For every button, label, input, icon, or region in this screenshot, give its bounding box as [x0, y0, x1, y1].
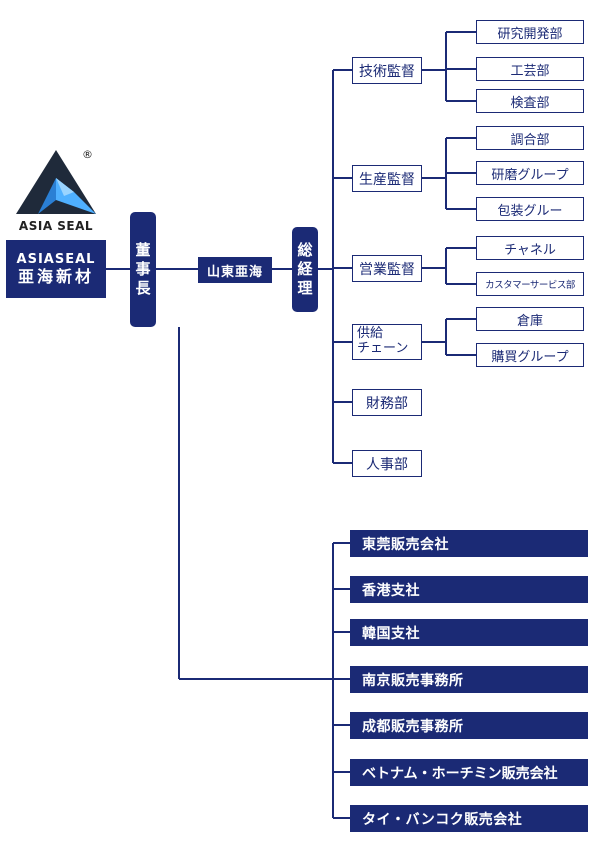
company-name-ja: 亜海新材	[17, 267, 94, 287]
unit-purchasing-group: 購買グループ	[476, 343, 584, 367]
branch-dongguan-sales: 東莞販売会社	[350, 530, 588, 557]
branch-hong-kong: 香港支社	[350, 576, 588, 603]
gm-char: 経	[297, 260, 313, 279]
chairman-char: 長	[135, 278, 151, 297]
company-name-en: ASIASEAL	[16, 251, 96, 267]
dept-finance: 財務部	[352, 389, 422, 416]
dept-production-supervision: 生産監督	[352, 165, 422, 192]
unit-grinding-group: 研磨グループ	[476, 161, 584, 185]
chairman-char: 事	[135, 260, 151, 279]
unit-channel: チャネル	[476, 236, 584, 260]
gm-char: 理	[297, 278, 313, 297]
subsidiary-box: 山東亜海	[198, 257, 272, 283]
unit-rnd: 研究開発部	[476, 20, 584, 44]
unit-inspection: 検査部	[476, 89, 584, 113]
company-box: ASIASEAL 亜海新材	[6, 240, 106, 298]
unit-process-engineering: 工芸部	[476, 57, 584, 81]
branch-bangkok-sales: タイ・バンコク販売会社	[350, 805, 588, 832]
branch-ho-chi-minh-sales: ベトナム・ホーチミン販売会社	[350, 759, 588, 786]
logo-triangle-icon	[16, 150, 96, 214]
unit-packaging-group: 包装グルー	[476, 197, 584, 221]
general-manager-box: 総 経 理	[292, 227, 318, 312]
asia-seal-logo	[8, 148, 104, 252]
dept-supply-chain-line: チェーン	[357, 341, 409, 356]
chairman-box: 董 事 長	[130, 212, 156, 327]
unit-compounding: 調合部	[476, 126, 584, 150]
branch-nanjing-office: 南京販売事務所	[350, 666, 588, 693]
gm-char: 総	[297, 241, 313, 260]
dept-supply-chain: 供給 チェーン	[352, 324, 422, 360]
dept-supply-chain-line: 供給	[357, 326, 384, 342]
unit-warehouse: 倉庫	[476, 307, 584, 331]
logo-wordmark: ASIA SEAL	[18, 219, 94, 233]
dept-technical-supervision: 技術監督	[352, 57, 422, 84]
dept-sales-supervision: 営業監督	[352, 255, 422, 282]
unit-customer-service: カスタマーサービス部	[476, 272, 584, 296]
branch-korea: 韓国支社	[350, 619, 588, 646]
dept-hr: 人事部	[352, 450, 422, 477]
branch-chengdu-office: 成都販売事務所	[350, 712, 588, 739]
registered-mark: ®	[82, 148, 93, 161]
chairman-char: 董	[135, 241, 151, 260]
